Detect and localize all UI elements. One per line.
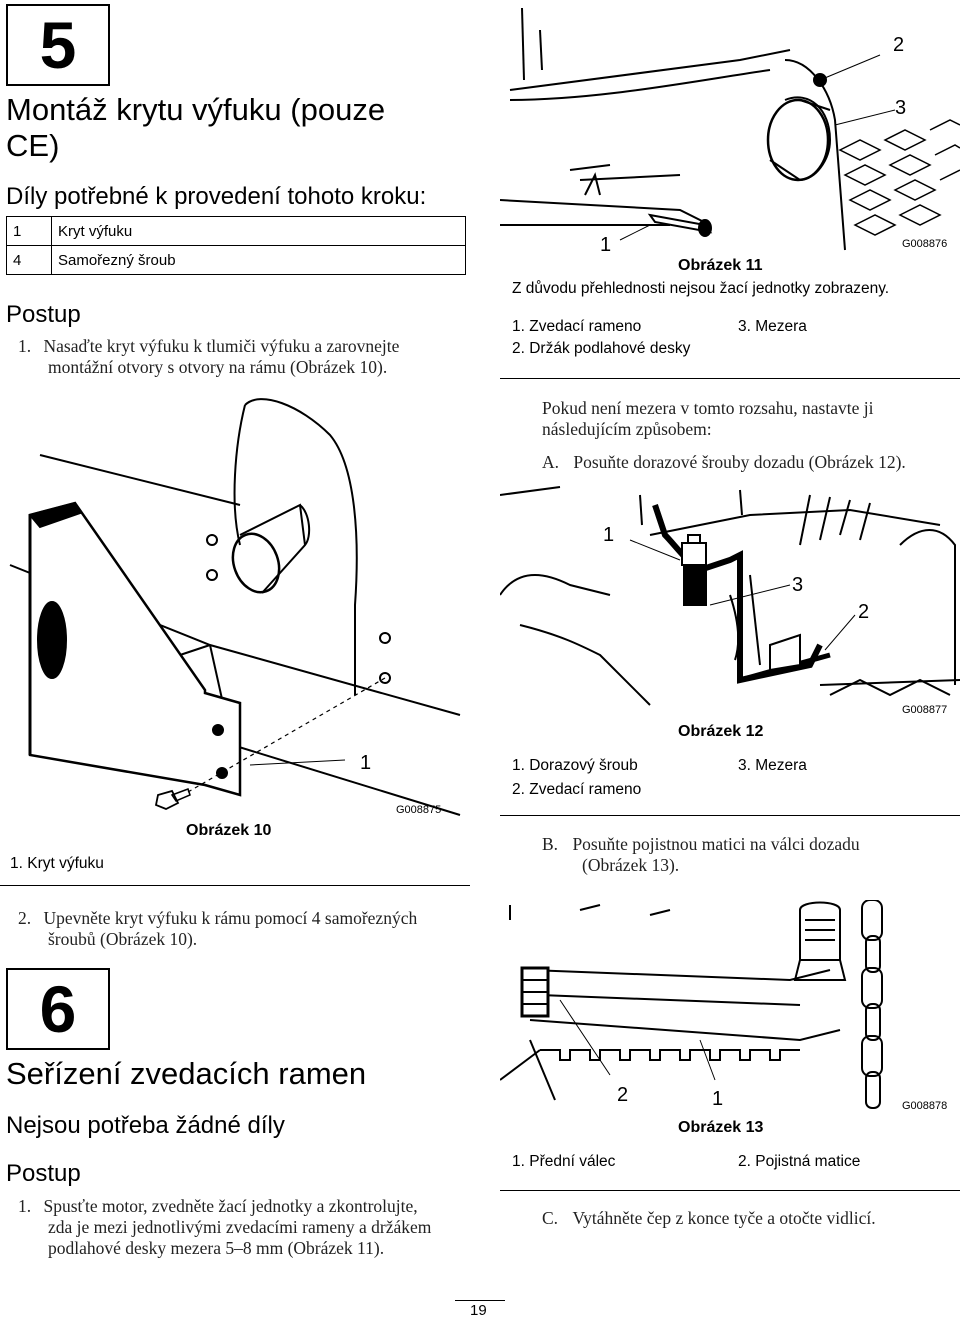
substep-text: Vytáhněte čep z konce tyče a otočte vidl…: [572, 1208, 876, 1228]
figure-13-illustration: [500, 900, 883, 1109]
step-text-cont: šroubů (Obrázek 10).: [48, 929, 198, 949]
substep-c: C. Vytáhněte čep z konce tyče a otočte v…: [542, 1208, 952, 1229]
figure-12-callout-2: 2: [858, 601, 870, 623]
figure-12-legend-2: 2. Zvedací rameno: [512, 781, 642, 798]
figure-10-code: G008875: [396, 804, 442, 816]
figure-12-title: Obrázek 12: [678, 723, 764, 740]
parts-heading: Nejsou potřeba žádné díly: [6, 1112, 285, 1139]
adjustment-note: Pokud není mezera v tomto rozsahu, nasta…: [542, 398, 952, 440]
substep-b: B. Posuňte pojistnou matici na válci doz…: [542, 834, 952, 876]
figure-12-legend-1: 1. Dorazový šroub: [512, 757, 638, 774]
note-line1: Pokud není mezera v tomto rozsahu, nasta…: [542, 398, 874, 418]
step-text: Nasaďte kryt výfuku k tlumiči výfuku a z…: [43, 336, 400, 356]
procedure-heading: Postup: [6, 1160, 81, 1187]
figure-11-callout-2: 2: [893, 34, 905, 56]
divider: [500, 1190, 960, 1191]
step-number: 5: [39, 8, 77, 82]
figure-10-title: Obrázek 10: [186, 822, 272, 839]
figure-11-illustration: [500, 7, 960, 251]
figure-13-title: Obrázek 13: [678, 1119, 764, 1136]
parts-table: 1 Kryt výfuku 4 Samořezný šroub: [6, 216, 466, 275]
figure-11-legend-2: 2. Držák podlahové desky: [512, 340, 691, 357]
figure-12-callout-3: 3: [792, 574, 804, 596]
substep-text-cont: (Obrázek 13).: [582, 855, 680, 875]
section-title: Montáž krytu výfuku (pouze CE): [6, 92, 385, 164]
section-title: Seřízení zvedacích ramen: [6, 1056, 367, 1091]
step-number-box: 5: [6, 4, 110, 86]
figure-12-illustration: [500, 486, 960, 706]
part-qty: 1: [6, 216, 52, 246]
part-name: Kryt výfuku: [51, 216, 466, 246]
step-number-box: 6: [6, 968, 110, 1050]
substep-text: Posuňte pojistnou matici na válci dozadu: [572, 834, 860, 854]
figure-10-illustration: [9, 398, 461, 816]
figure-12-legend-3: 3. Mezera: [738, 757, 807, 774]
section-title-line2: CE): [6, 128, 60, 163]
substep-num: B.: [542, 834, 559, 854]
part-name: Samořezný šroub: [51, 245, 466, 275]
step-text: Spusťte motor, zvedněte žací jednotky a …: [43, 1196, 418, 1216]
step-num: 1.: [18, 336, 32, 356]
figure-11-legend-1: 1. Zvedací rameno: [512, 318, 642, 335]
substep-a: A. Posuňte dorazové šrouby dozadu (Obráz…: [542, 452, 952, 473]
substep-num: A.: [542, 452, 560, 472]
part-qty: 4: [6, 245, 52, 275]
figure-11-subtitle: Z důvodu přehlednosti nejsou žací jednot…: [512, 280, 890, 297]
figure-13-callout-1: 1: [712, 1088, 724, 1110]
figure-12-callout-1: 1: [603, 524, 615, 546]
figure-11-callout-3: 3: [895, 97, 907, 119]
divider: [0, 885, 470, 886]
step-text-cont: montážní otvory s otvory na rámu (Obráze…: [48, 357, 388, 377]
substep-text: Posuňte dorazové šrouby dozadu (Obrázek …: [573, 452, 906, 472]
figure-11-callout-1: 1: [600, 234, 612, 256]
section-title-line1: Montáž krytu výfuku (pouze: [6, 92, 386, 127]
divider: [500, 378, 960, 379]
procedure-heading: Postup: [6, 301, 81, 328]
step-num: 1.: [18, 1196, 32, 1216]
parts-heading: Díly potřebné k provedení tohoto kroku:: [6, 183, 427, 210]
figure-11-legend-3: 3. Mezera: [738, 318, 807, 335]
step-text-cont: zda je mezi jednotlivými zvedacími ramen…: [48, 1217, 432, 1237]
step-text: Upevněte kryt výfuku k rámu pomocí 4 sam…: [43, 908, 418, 928]
figure-13-legend-2: 2. Pojistná matice: [738, 1153, 861, 1170]
figure-12-code: G008877: [902, 704, 948, 716]
procedure-step-2: 2. Upevněte kryt výfuku k rámu pomocí 4 …: [18, 908, 468, 950]
step-num: 2.: [18, 908, 32, 928]
step-number: 6: [39, 972, 77, 1046]
figure-13-legend-1: 1. Přední válec: [512, 1153, 616, 1170]
figure-11-code: G008876: [902, 238, 948, 250]
procedure-step-1: 1. Spusťte motor, zvedněte žací jednotky…: [18, 1196, 468, 1259]
procedure-step-1: 1. Nasaďte kryt výfuku k tlumiči výfuku …: [18, 336, 468, 378]
substep-num: C.: [542, 1208, 559, 1228]
figure-10-callout: 1: [360, 752, 372, 774]
page-number-rule: [455, 1300, 505, 1301]
divider: [500, 815, 960, 816]
figure-13-code: G008878: [902, 1100, 948, 1112]
figure-11-title: Obrázek 11: [678, 257, 763, 274]
note-line2: následujícím způsobem:: [542, 419, 712, 439]
table-row: 1 Kryt výfuku: [6, 216, 466, 246]
figure-10-legend: 1. Kryt výfuku: [10, 855, 104, 872]
figure-13-callout-2: 2: [617, 1084, 629, 1106]
table-row: 4 Samořezný šroub: [6, 245, 466, 275]
step-text-cont: podlahové desky mezera 5–8 mm (Obrázek 1…: [48, 1238, 385, 1258]
page-number: 19: [470, 1302, 487, 1319]
